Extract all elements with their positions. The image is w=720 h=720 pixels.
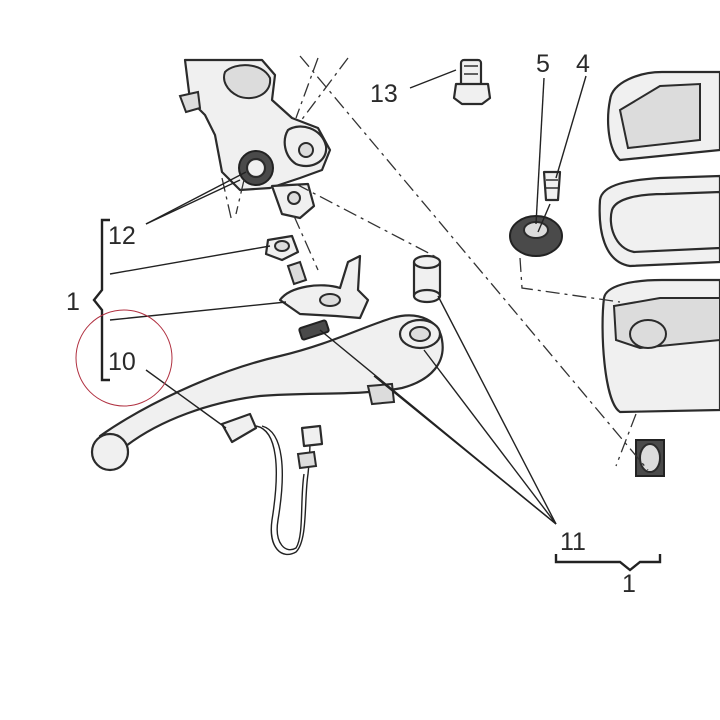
callout-10: 10 <box>108 348 136 376</box>
spring-pin <box>298 319 330 341</box>
master-cylinder-body <box>178 58 332 220</box>
callout-1-bottom: 1 <box>622 570 636 598</box>
callout-13: 13 <box>370 80 398 108</box>
bushing-sleeve <box>412 254 442 304</box>
assembly-guide-lines <box>221 55 649 471</box>
callout-5: 5 <box>536 50 550 78</box>
leader-lines <box>109 69 587 525</box>
pivot-nut <box>264 234 300 262</box>
callout-4: 4 <box>576 50 590 78</box>
banjo-bolt <box>452 58 492 106</box>
adjuster-bracket <box>278 254 370 320</box>
highlight-circle <box>75 309 173 407</box>
callout-1-left: 1 <box>66 288 80 316</box>
brake-light-switch-cable <box>220 412 324 556</box>
callout-12: 12 <box>108 222 136 250</box>
brake-lever <box>90 314 444 472</box>
reservoir-assembly <box>598 70 720 477</box>
callout-11: 11 <box>560 528 586 556</box>
group-bracket-bottom <box>554 554 662 572</box>
bleed-screw <box>537 170 562 233</box>
group-bracket-left <box>92 218 110 382</box>
